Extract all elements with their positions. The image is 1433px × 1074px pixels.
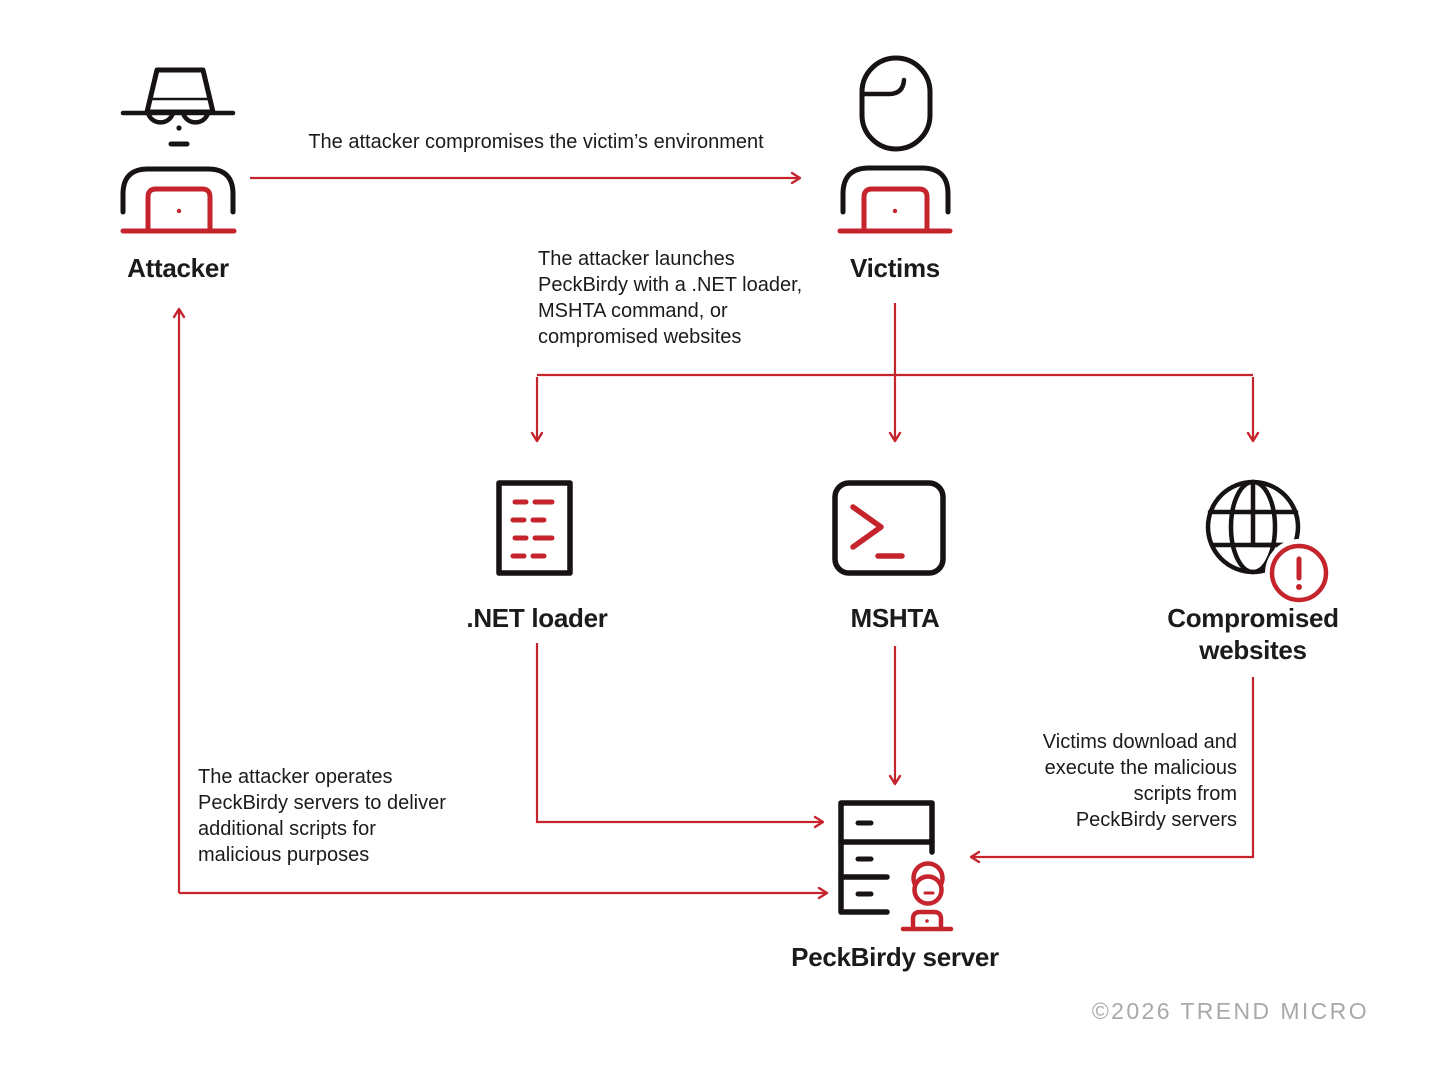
arrow-netloader-to-server: [535, 643, 825, 829]
annotation-download-line: execute the malicious: [1044, 757, 1237, 779]
arrow-websites-to-server: [969, 677, 1255, 864]
victims-label: Victims: [850, 253, 940, 283]
annotation-launch-line: MSHTA command, or: [538, 300, 728, 322]
annotation-operate-line: PeckBirdy servers to deliver: [198, 792, 446, 814]
net-loader-label: .NET loader: [466, 603, 608, 633]
annotation-operate: The attacker operates PeckBirdy servers …: [198, 764, 446, 868]
copyright-text: ©2026 TREND MICRO: [1091, 998, 1369, 1024]
victim-person-icon: [837, 55, 953, 234]
attacker-label: Attacker: [127, 253, 229, 283]
annotation-download-line: Victims download and: [1042, 731, 1237, 753]
annotation-operate-line: The attacker operates: [198, 766, 393, 788]
annotation-operate-line: malicious purposes: [198, 844, 370, 866]
mshta-label: MSHTA: [850, 603, 940, 633]
terminal-prompt-icon: [832, 480, 946, 576]
annotation-launch-line: compromised websites: [538, 326, 742, 348]
annotation-download-line: scripts from: [1133, 783, 1237, 805]
annotation-operate-line: additional scripts for: [198, 818, 376, 840]
operator-face: [912, 874, 944, 906]
server-person-icon: [838, 800, 954, 932]
peckbirdy-server-label: PeckBirdy server: [791, 942, 999, 972]
annotation-compromise: The attacker compromises the victim’s en…: [308, 131, 764, 153]
globe-alert-icon: [1205, 479, 1333, 607]
compromised-websites-label-line: websites: [1199, 635, 1307, 665]
attacker-person-icon: [120, 67, 237, 234]
operator-laptop: [910, 909, 944, 932]
annotation-download: Victims download and execute the malicio…: [1043, 729, 1237, 833]
annotation-launch-line: PeckBirdy with a .NET loader,: [538, 274, 803, 296]
annotation-download-line: PeckBirdy servers: [1075, 809, 1237, 831]
compromised-websites-label: Compromised websites: [1167, 602, 1339, 666]
compromised-websites-label-line: Compromised: [1167, 603, 1339, 633]
annotation-launch-line: The attacker launches: [538, 248, 735, 270]
document-code-icon: [496, 480, 573, 576]
exclamation-dot: [1296, 584, 1302, 590]
annotation-launch: The attacker launches PeckBirdy with a .…: [538, 246, 802, 350]
connector-arrows: [172, 171, 1260, 900]
